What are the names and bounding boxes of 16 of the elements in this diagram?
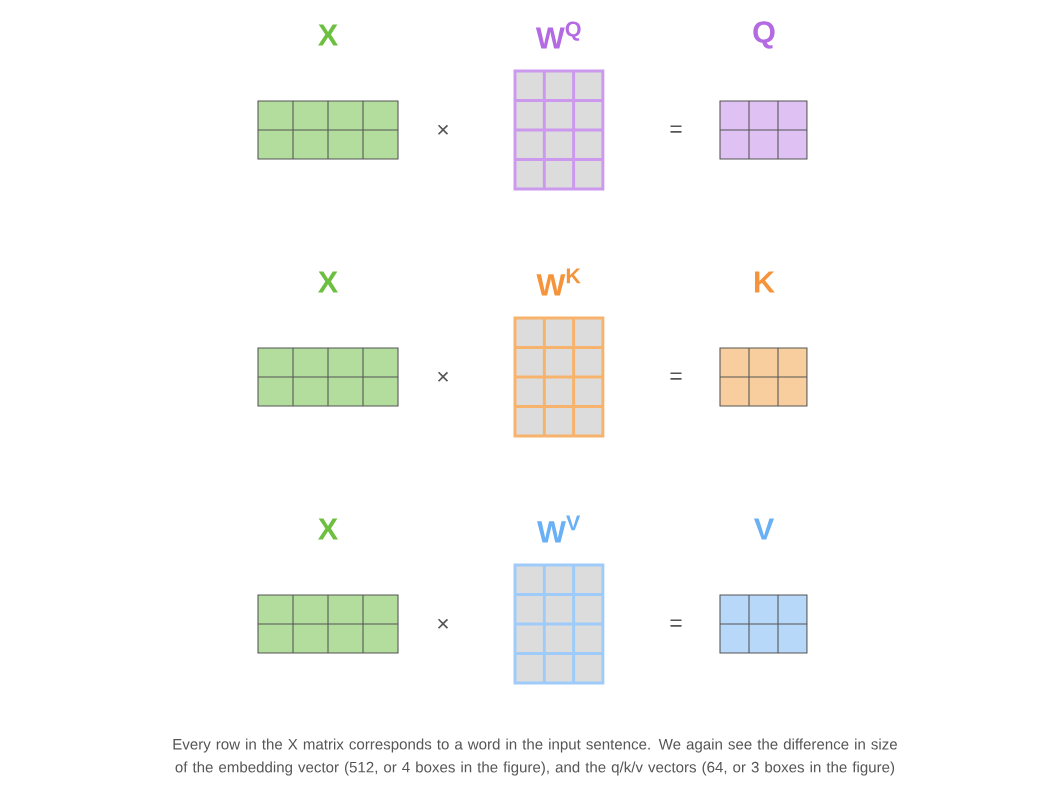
caption: Every row in the X matrix corresponds to a word in the input sentence. We again see the difference in size of the embedding vector (512, or 4 boxes in the figure), and the q/k/v vectors (64, or 3 boxes in the figure) — [173, 738, 897, 776]
operator-sign: × — [437, 371, 449, 382]
matrix-heading: V — [754, 518, 774, 540]
operator-sign: = — [670, 372, 682, 380]
matrix-heading: W$^{K}$ — [536, 268, 581, 296]
matrix-heading: X — [318, 518, 338, 540]
matrix-heading: W$^{Q}$ — [535, 21, 581, 49]
matrix-heading: X — [318, 24, 338, 46]
matrix-heading: W$^{V}$ — [537, 515, 581, 543]
operator-sign: = — [670, 125, 682, 133]
operator-sign: × — [437, 618, 449, 629]
operator-sign: × — [437, 124, 449, 135]
matrix-heading: Q — [753, 21, 775, 49]
matrix-heading: K — [755, 271, 775, 293]
operator-sign: = — [670, 619, 682, 627]
matrix-heading: X — [318, 271, 338, 293]
